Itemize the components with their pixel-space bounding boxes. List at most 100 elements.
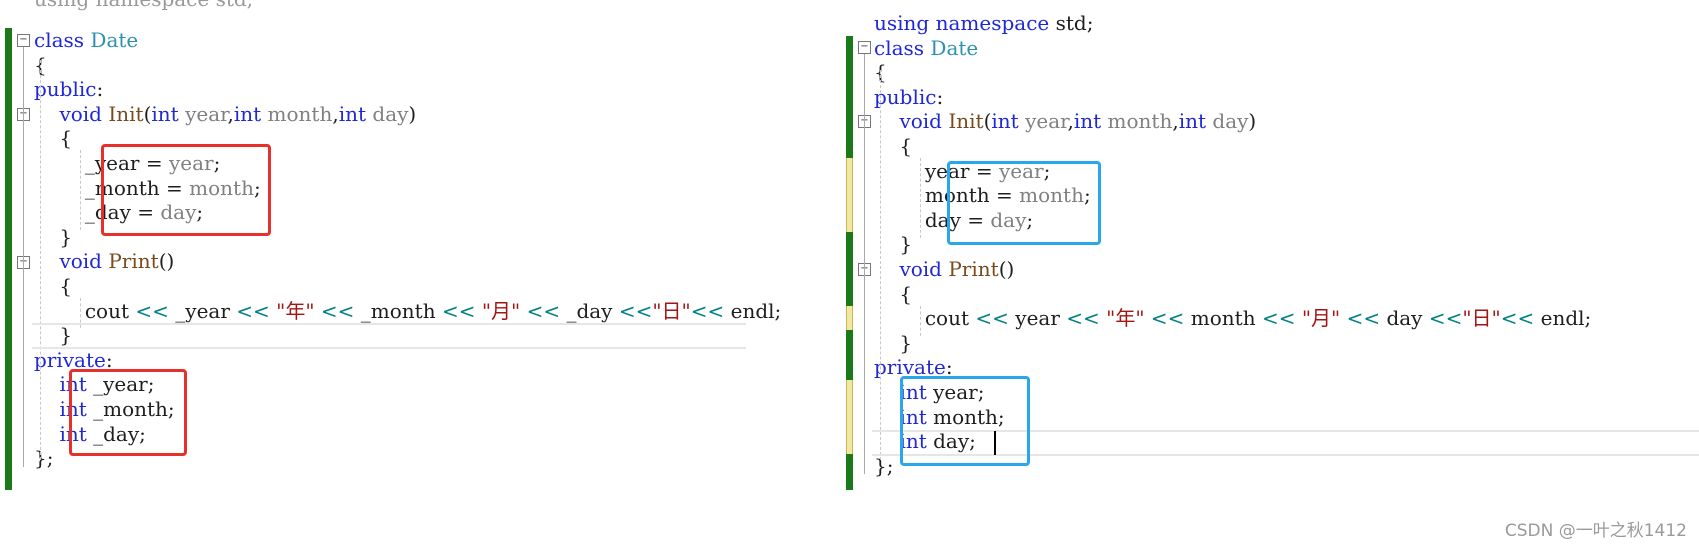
code-token: << xyxy=(135,298,169,323)
code-token: class xyxy=(874,35,925,60)
code-line[interactable]: using namespace std; xyxy=(874,10,1093,36)
code-token: ( xyxy=(143,101,152,126)
left-code-editor[interactable]: using namespace std; class Date{public: … xyxy=(0,0,800,557)
code-token: << xyxy=(236,298,270,323)
code-token: private xyxy=(34,347,106,372)
indent-guide xyxy=(880,70,881,460)
code-token: ) xyxy=(408,101,417,126)
code-token: year xyxy=(185,101,228,126)
code-line[interactable]: public: xyxy=(874,84,943,110)
fold-range-line xyxy=(864,54,865,474)
code-line[interactable]: class Date xyxy=(34,27,138,53)
code-token: int xyxy=(899,429,927,454)
code-line[interactable]: cout << _year << "年" << _month << "月" <<… xyxy=(34,298,781,324)
code-line[interactable]: private: xyxy=(34,347,113,373)
code-line[interactable]: _month = month; xyxy=(34,175,261,201)
current-line-highlight xyxy=(872,430,1699,456)
code-token: << xyxy=(1066,306,1100,331)
code-token: , xyxy=(1067,109,1074,134)
code-token: << xyxy=(690,298,725,323)
code-line[interactable]: int year; xyxy=(874,379,984,405)
code-line[interactable]: int _year; xyxy=(34,371,154,397)
text-caret xyxy=(994,431,996,455)
code-token: int xyxy=(59,372,87,397)
code-token xyxy=(874,257,899,281)
code-token: day = xyxy=(874,207,991,232)
code-token xyxy=(874,109,899,133)
code-line[interactable]: void Print() xyxy=(874,256,1014,282)
code-token: _year; xyxy=(86,372,155,397)
code-line[interactable]: class Date xyxy=(874,35,978,61)
code-token: ( xyxy=(983,109,992,134)
code-line[interactable]: int _day; xyxy=(34,421,145,447)
code-token: int xyxy=(59,397,87,421)
code-line[interactable]: }; xyxy=(874,453,893,479)
code-token: ; xyxy=(196,200,204,225)
code-token: << xyxy=(1428,306,1463,331)
unsaved-change-bar xyxy=(846,306,853,330)
code-line[interactable]: public: xyxy=(34,76,103,102)
code-token: int xyxy=(1073,109,1102,134)
code-token: month xyxy=(1019,183,1084,208)
code-line[interactable]: void Init(int year,int month,int day) xyxy=(34,101,416,127)
code-token: << xyxy=(975,306,1009,331)
code-token: public xyxy=(874,84,937,109)
code-line[interactable]: } xyxy=(874,231,912,257)
code-line[interactable]: }; xyxy=(34,445,53,471)
fold-range-line xyxy=(23,47,24,467)
code-token: << xyxy=(441,298,476,323)
code-line[interactable]: month = month; xyxy=(874,182,1091,208)
code-line[interactable]: void Init(int year,int month,int day) xyxy=(874,108,1256,134)
code-token: : xyxy=(945,355,953,380)
code-token: << xyxy=(320,298,355,323)
code-token: int xyxy=(338,101,367,126)
code-token: void xyxy=(899,257,942,281)
code-line[interactable]: int day; xyxy=(874,428,975,454)
code-token: _month; xyxy=(86,397,175,421)
code-line[interactable]: cout << year << "年" << month << "月" << d… xyxy=(874,305,1591,331)
code-token: _month = xyxy=(34,175,190,200)
code-token: Date xyxy=(930,35,979,60)
code-line[interactable]: day = day; xyxy=(874,207,1033,233)
code-line[interactable]: _year = year; xyxy=(34,150,220,176)
code-line[interactable]: int _month; xyxy=(34,396,175,422)
collapse-class-icon[interactable]: − xyxy=(858,41,871,54)
code-token xyxy=(34,397,59,421)
code-token: "月" xyxy=(1301,306,1341,331)
code-line[interactable]: } xyxy=(34,322,72,348)
code-token: : xyxy=(105,347,113,372)
right-code-editor[interactable]: 345678910111213141516171819202122 using … xyxy=(840,0,1699,557)
indent-guide xyxy=(80,150,81,230)
code-line[interactable]: } xyxy=(874,330,912,356)
code-token: month xyxy=(1184,306,1262,331)
collapse-class-icon[interactable]: − xyxy=(17,34,30,47)
code-token: } xyxy=(34,224,73,249)
code-line[interactable]: void Print() xyxy=(34,248,174,274)
code-token xyxy=(874,380,899,404)
code-line[interactable]: { xyxy=(874,281,912,307)
code-token: { xyxy=(34,274,73,298)
code-line[interactable]: _day = day; xyxy=(34,199,203,225)
code-token: Init xyxy=(108,101,144,126)
code-line[interactable]: { xyxy=(34,125,72,151)
change-indicator-bar xyxy=(846,454,853,490)
code-token: _year xyxy=(168,298,237,323)
code-line[interactable]: { xyxy=(874,133,912,159)
code-token: _month xyxy=(354,298,442,323)
code-line[interactable]: private: xyxy=(874,354,953,380)
code-token: << xyxy=(1346,306,1381,331)
indent-guide xyxy=(40,60,41,460)
code-line[interactable]: int month; xyxy=(874,404,1004,430)
code-token: month = xyxy=(874,183,1020,208)
code-token: } xyxy=(34,323,73,348)
code-token: << xyxy=(618,298,653,323)
code-token: Print xyxy=(108,249,159,274)
code-token: _year = xyxy=(34,151,169,175)
code-token: month xyxy=(1107,109,1173,134)
code-token xyxy=(874,405,899,429)
code-token: () xyxy=(998,257,1015,281)
code-line[interactable]: } xyxy=(34,224,72,250)
code-line[interactable]: { xyxy=(34,273,72,299)
indent-guide xyxy=(920,306,921,336)
code-token: << xyxy=(1150,306,1185,331)
